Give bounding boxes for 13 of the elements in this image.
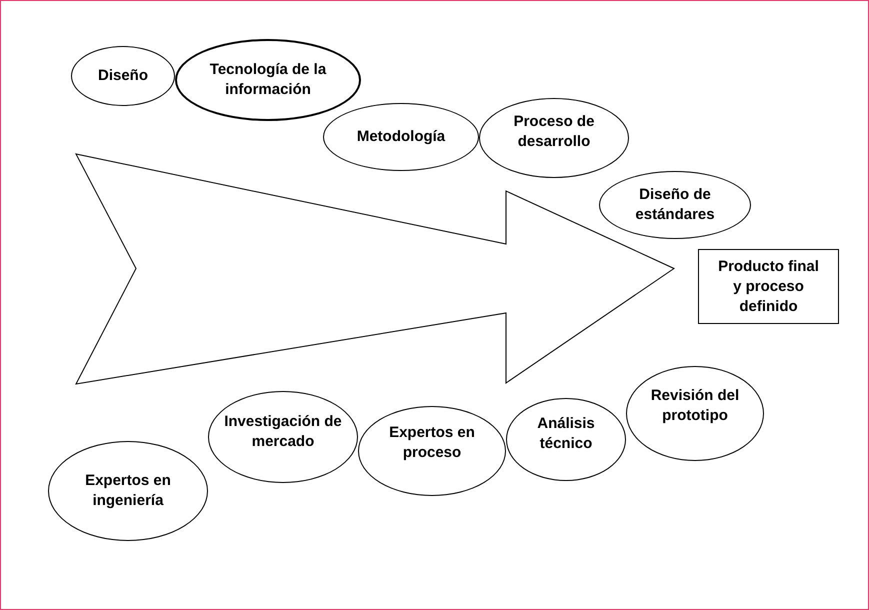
node-label: Diseño de estándares — [634, 185, 716, 225]
node-label: Expertos en proceso — [388, 423, 476, 463]
node-label: Tecnología de la información — [208, 60, 328, 100]
node-label: Revisión del prototipo — [650, 386, 740, 426]
result-box — [698, 249, 839, 324]
node-label: Análisis técnico — [536, 414, 596, 454]
node-label: Proceso de desarrollo — [512, 112, 596, 152]
block-arrow — [75, 153, 676, 385]
node-label: Investigación de mercado — [223, 412, 343, 452]
node-label: Producto final y proceso definido — [717, 256, 820, 316]
node-label: Metodología — [356, 127, 446, 147]
node-label: Expertos en ingeniería — [84, 471, 172, 511]
node-label: Diseño — [96, 66, 149, 86]
